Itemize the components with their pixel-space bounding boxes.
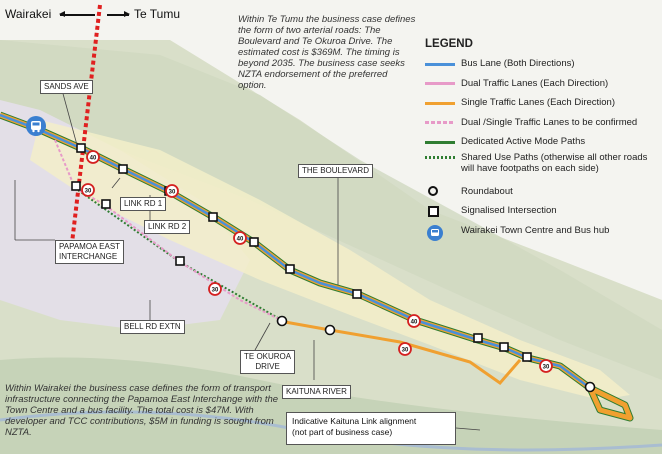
bus-hub-icon (26, 116, 46, 136)
speed-limit-value: 30 (85, 188, 92, 194)
speed-limit-value: 30 (169, 189, 176, 195)
roundabout-icon (425, 186, 455, 197)
arrow-right-icon (107, 11, 130, 17)
signal-intersection-5 (249, 237, 259, 247)
legend-item-label: Single Traffic Lanes (Each Direction) (461, 97, 616, 109)
legend-line-swatch (425, 98, 455, 108)
roundabout-2 (324, 324, 336, 336)
papamoa-label-line1: PAPAMOA EAST (59, 242, 121, 251)
speed-limit-value: 40 (237, 236, 244, 242)
legend-line-swatch (425, 59, 455, 69)
legend-item: Dual /Single Traffic Lanes to be confirm… (425, 113, 660, 133)
speed-limit-value: 40 (90, 155, 97, 161)
legend-item-label: Shared Use Paths (otherwise all other ro… (461, 151, 648, 174)
arrow-left-icon (59, 11, 95, 17)
legend-item: Roundabout (425, 182, 660, 202)
signal-intersection-4 (208, 212, 218, 222)
legend-line-swatch (425, 152, 455, 162)
dune-strip (0, 40, 662, 380)
link-rd-2-label: LINK RD 2 (144, 220, 191, 234)
development-corridor (30, 120, 630, 400)
legend-title: LEGEND (425, 38, 473, 50)
sands-ave-label: SANDS AVE (40, 80, 93, 94)
legend-item: Bus Lane (Both Directions) (425, 54, 660, 74)
speed-limit-sign: 30 (165, 184, 179, 198)
speed-limit-sign: 30 (81, 183, 95, 197)
link-rd-1-label: LINK RD 1 (120, 197, 167, 211)
wairakei-note: Within Wairakei the business case define… (5, 383, 279, 438)
speed-limit-sign: 30 (208, 282, 222, 296)
legend-item-label: Roundabout (461, 185, 513, 197)
te-okuroa-label-line1: TE OKUROA (244, 352, 292, 361)
kaituna-river-label: KAITUNA RIVER (282, 385, 351, 399)
legend-item: Dual Traffic Lanes (Each Direction) (425, 74, 660, 94)
legend-item: Shared Use Paths (otherwise all other ro… (425, 152, 660, 182)
papamoa-link (54, 139, 76, 189)
speed-limit-sign: 40 (233, 231, 247, 245)
bus-hub-icon (425, 225, 455, 242)
papamoa-east-interchange-label: PAPAMOA EAST INTERCHANGE (55, 240, 125, 264)
river-area (0, 357, 662, 454)
signal-intersection-13 (175, 256, 185, 266)
signal-intersection-1 (76, 143, 86, 153)
signal-intersection-2 (118, 164, 128, 174)
legend-items: Bus Lane (Both Directions) Dual Traffic L… (425, 54, 660, 242)
speed-limit-value: 30 (543, 364, 550, 370)
speed-limit-sign: 40 (407, 314, 421, 328)
legend-item: Dedicated Active Mode Paths (425, 132, 660, 152)
signal-intersection-8 (473, 333, 483, 343)
signal-intersection-11 (71, 181, 81, 191)
roundabouts (276, 315, 596, 393)
signal-intersection-12 (101, 199, 111, 209)
bell-rd-extn-road (74, 187, 286, 323)
legend-item: Wairakei Town Centre and Bus hub (425, 221, 660, 242)
speed-limit-sign: 30 (398, 342, 412, 356)
signal-intersection-6 (285, 264, 295, 274)
legend-line-swatch (425, 78, 455, 88)
kaituna-link-line1: Indicative Kaituna Link alignment (292, 416, 417, 426)
legend-item-label: Wairakei Town Centre and Bus hub (461, 224, 610, 236)
legend-item-label: Dedicated Active Mode Paths (461, 136, 586, 148)
roundabout-1 (276, 315, 288, 327)
label-leaders (14, 89, 481, 431)
speed-limit-value: 30 (402, 347, 409, 353)
te-okuroa-road (284, 320, 522, 386)
speed-limit-sign: 40 (86, 150, 100, 164)
kaituna-link-line2: (not part of business case) (292, 427, 393, 437)
signalised-intersection-icon (425, 205, 455, 217)
speed-limit-value: 40 (411, 319, 418, 325)
signal-intersection-7 (352, 289, 362, 299)
legend-item-label: Dual /Single Traffic Lanes to be confirm… (461, 116, 638, 128)
te-tumu-label: Te Tumu (134, 7, 181, 21)
te-okuroa-drive-label: TE OKUROA DRIVE (240, 350, 296, 374)
wairakei-label: Wairakei (5, 7, 52, 21)
legend-line-swatch (425, 137, 455, 147)
speed-limit-sign: 30 (539, 359, 553, 373)
legend-line-swatch (425, 117, 455, 127)
legend-item: Single Traffic Lanes (Each Direction) (425, 93, 660, 113)
signal-intersection-9 (499, 342, 509, 352)
speed-limit-signs: 40 30 30 40 30 40 30 30 (81, 150, 553, 373)
boulevard-bus-lane (0, 113, 591, 390)
kaituna-link-box: Indicative Kaituna Link alignment (not p… (286, 412, 456, 445)
boundary-line (68, 4, 102, 261)
signal-intersection-10 (522, 352, 532, 362)
the-boulevard-label: THE BOULEVARD (298, 164, 373, 178)
speed-limit-value: 30 (212, 287, 219, 293)
roundabout-3 (584, 381, 596, 393)
bell-rd-extn-label: BELL RD EXTN (120, 320, 185, 334)
legend-item-label: Dual Traffic Lanes (Each Direction) (461, 77, 609, 89)
legend: LEGEND Bus Lane (Both Directions) Dual Tr… (425, 38, 660, 242)
legend-item-label: Bus Lane (Both Directions) (461, 58, 575, 70)
papamoa-label-line2: INTERCHANGE (59, 252, 118, 261)
te-tumu-note: Within Te Tumu the business case defines… (238, 14, 416, 91)
te-okuroa-label-line2: DRIVE (255, 362, 280, 371)
legend-item: Signalised Intersection (425, 201, 660, 221)
legend-item-label: Signalised Intersection (461, 205, 557, 217)
